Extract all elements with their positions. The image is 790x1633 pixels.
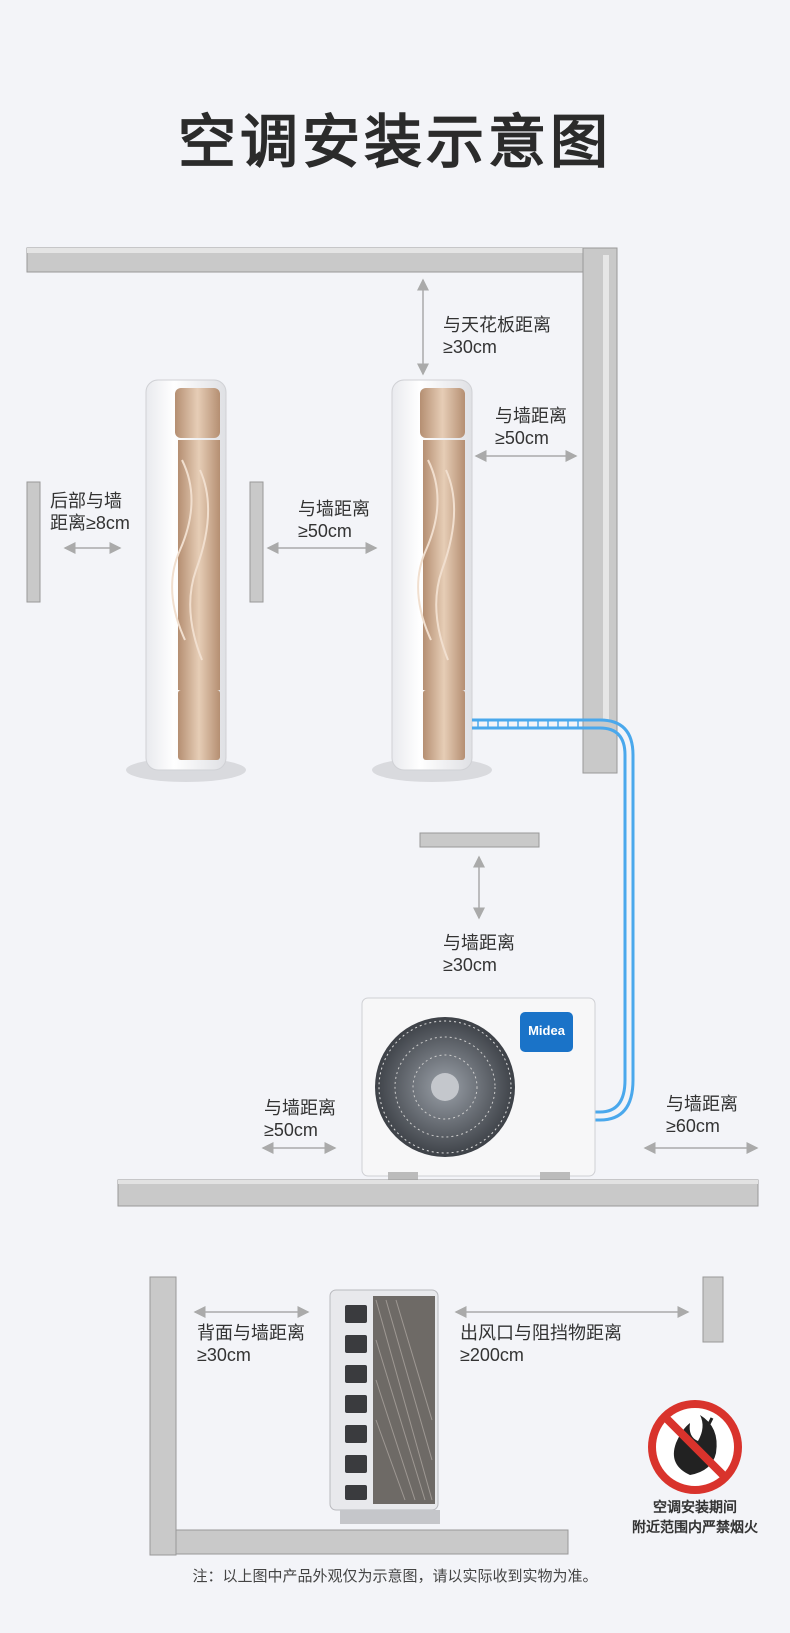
room-walls <box>26 247 618 774</box>
no-fire-icon <box>648 1400 742 1494</box>
label-side-wall-b-line1: 与墙距离 <box>495 406 567 426</box>
outdoor-unit <box>361 997 596 1182</box>
warning-line1: 空调安装期间 <box>653 1499 737 1515</box>
back-wall-stub <box>26 481 41 603</box>
label-outdoor-top: 与墙距离 ≥30cm <box>443 932 515 976</box>
label-back-wall-line2: 距离≥8cm <box>50 513 130 533</box>
outdoor-unit-side <box>329 1289 440 1524</box>
label-outdoor-right-line1: 与墙距离 <box>666 1094 738 1114</box>
label-ceiling-line1: 与天花板距离 <box>443 315 551 335</box>
label-outdoor-left-line1: 与墙距离 <box>264 1098 336 1118</box>
label-outdoor-left-line2: ≥50cm <box>264 1120 318 1140</box>
dimension-arrows <box>63 278 759 1318</box>
label-outdoor-top-line2: ≥30cm <box>443 955 497 975</box>
label-side-wall-a: 与墙距离 ≥50cm <box>298 498 370 542</box>
label-back-wall-line1: 后部与墙 <box>50 491 122 511</box>
label-side-wall-a-line1: 与墙距离 <box>298 499 370 519</box>
label-outlet: 出风口与阻挡物距离 ≥200cm <box>460 1322 622 1366</box>
warning-text: 空调安装期间 附近范围内严禁烟火 <box>615 1497 775 1537</box>
indoor-unit-2 <box>372 379 492 782</box>
page-title: 空调安装示意图 <box>177 110 612 175</box>
label-outlet-line2: ≥200cm <box>460 1345 524 1365</box>
warning-line2: 附近范围内严禁烟火 <box>632 1519 758 1535</box>
indoor-unit-1 <box>126 379 246 782</box>
rear-wall <box>149 1276 177 1556</box>
label-ceiling: 与天花板距离 ≥30cm <box>443 314 551 358</box>
label-back-wall: 后部与墙 距离≥8cm <box>50 490 130 534</box>
label-rear-line2: ≥30cm <box>197 1345 251 1365</box>
obstacle-wall <box>702 1276 724 1343</box>
side-wall-stub <box>249 481 264 603</box>
label-side-wall-b-line2: ≥50cm <box>495 428 549 448</box>
label-outdoor-left: 与墙距离 ≥50cm <box>264 1097 336 1141</box>
label-rear-line1: 背面与墙距离 <box>197 1323 305 1343</box>
outdoor-top-wall <box>419 832 540 848</box>
label-outdoor-top-line1: 与墙距离 <box>443 933 515 953</box>
ground-platform <box>117 1179 759 1207</box>
bottom-floor <box>175 1529 569 1555</box>
label-outdoor-right-line2: ≥60cm <box>666 1116 720 1136</box>
label-side-wall-b: 与墙距离 ≥50cm <box>495 405 567 449</box>
refrigerant-pipe <box>472 718 635 1122</box>
brand-badge <box>520 1012 573 1052</box>
label-ceiling-line2: ≥30cm <box>443 337 497 357</box>
footnote: 注：以上图中产品外观仅为示意图，请以实际收到实物为准。 <box>192 1568 598 1585</box>
label-outdoor-right: 与墙距离 ≥60cm <box>666 1093 738 1137</box>
label-rear: 背面与墙距离 ≥30cm <box>197 1322 305 1366</box>
brand-logo: Midea <box>528 1023 565 1038</box>
label-outlet-line1: 出风口与阻挡物距离 <box>460 1323 622 1343</box>
label-side-wall-a-line2: ≥50cm <box>298 521 352 541</box>
